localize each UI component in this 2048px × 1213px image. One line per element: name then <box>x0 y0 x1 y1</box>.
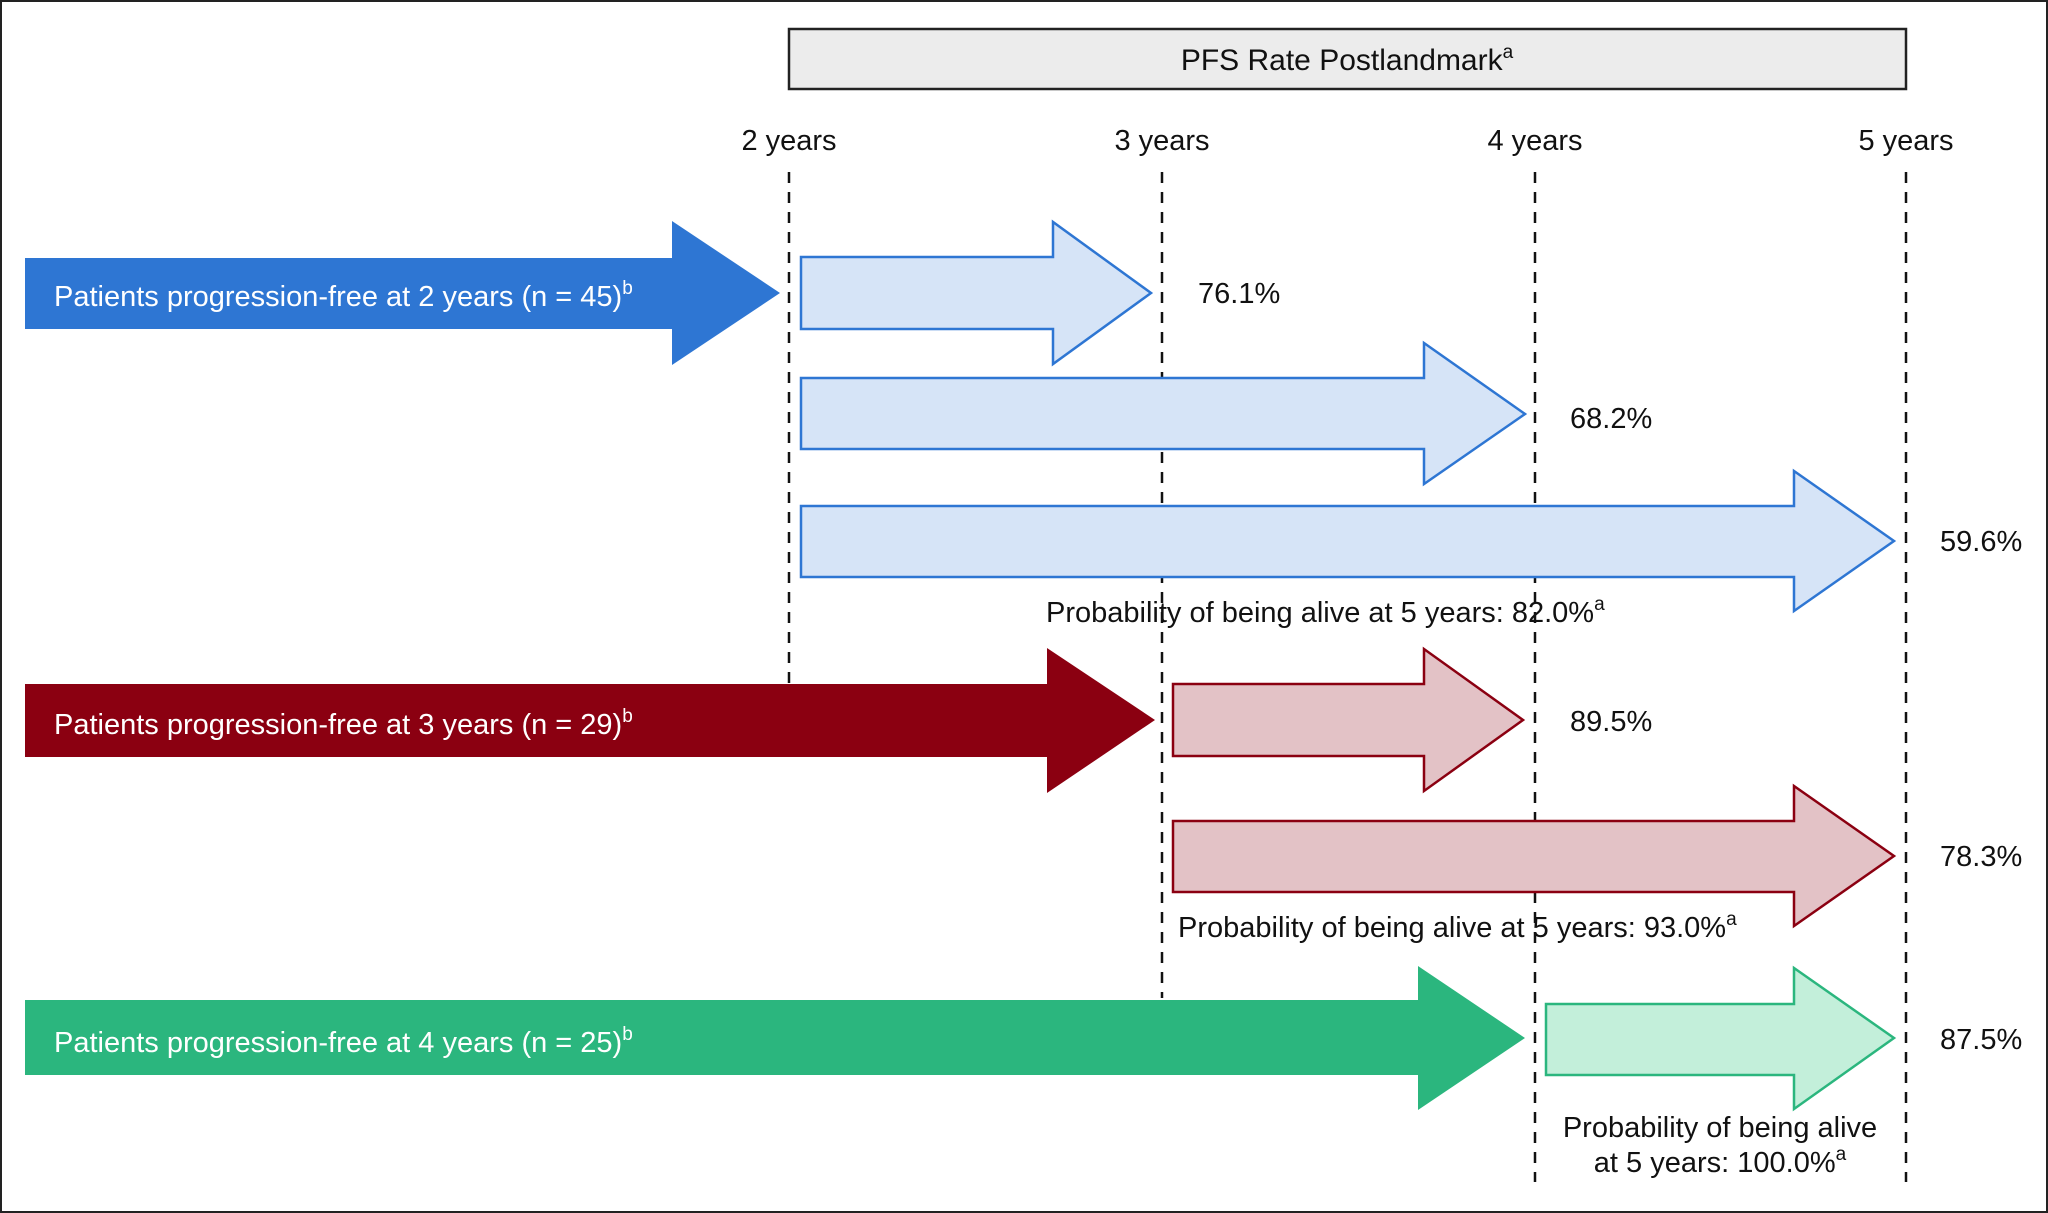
pfs-rate-2y-3y: 76.1% <box>1198 278 1280 310</box>
cohort-3y-arrow <box>25 648 1155 793</box>
pfs-arrow-4y-to-5y <box>1544 965 1897 1112</box>
pfs-rate-4y-5y: 87.5% <box>1940 1024 2022 1056</box>
header-box <box>787 27 1908 91</box>
cohort-4y-label: Patients progression-free at 4 years (n … <box>54 1024 633 1059</box>
pfs-rate-3y-5y: 78.3% <box>1940 841 2022 873</box>
pfs-rate-2y-5y: 59.6% <box>1940 526 2022 558</box>
os-probability-4y-line1: Probability of being alive <box>1563 1112 1877 1144</box>
cohort-3y-label: Patients progression-free at 3 years (n … <box>54 706 633 741</box>
landmark-lines <box>787 172 1908 1182</box>
pfs-arrow-3y-to-5y <box>1171 783 1897 929</box>
pfs-rate-3y-4y: 89.5% <box>1570 706 1652 738</box>
year-label-4: 4 years <box>1487 125 1582 157</box>
pfs-arrow-2y-to-3y <box>799 219 1154 367</box>
year-label-5: 5 years <box>1858 125 1953 157</box>
os-probability-4y-line2: at 5 years: 100.0%a <box>1594 1144 1847 1179</box>
pfs-rate-2y-4y: 68.2% <box>1570 403 1652 435</box>
year-label-3: 3 years <box>1114 125 1209 157</box>
os-probability-2y: Probability of being alive at 5 years: 8… <box>1046 594 1605 629</box>
year-label-2: 2 years <box>741 125 836 157</box>
cohort-4y-arrow <box>25 966 1525 1110</box>
header-title: PFS Rate Postlandmarka <box>1181 42 1514 77</box>
cohort-2y-label: Patients progression-free at 2 years (n … <box>54 278 633 313</box>
pfs-arrow-2y-to-5y <box>799 468 1897 614</box>
pfs-arrow-2y-to-4y <box>799 340 1528 487</box>
cohort-2y-arrow <box>25 221 780 365</box>
pfs-arrow-3y-to-4y <box>1171 646 1526 794</box>
os-probability-3y: Probability of being alive at 5 years: 9… <box>1178 909 1737 944</box>
